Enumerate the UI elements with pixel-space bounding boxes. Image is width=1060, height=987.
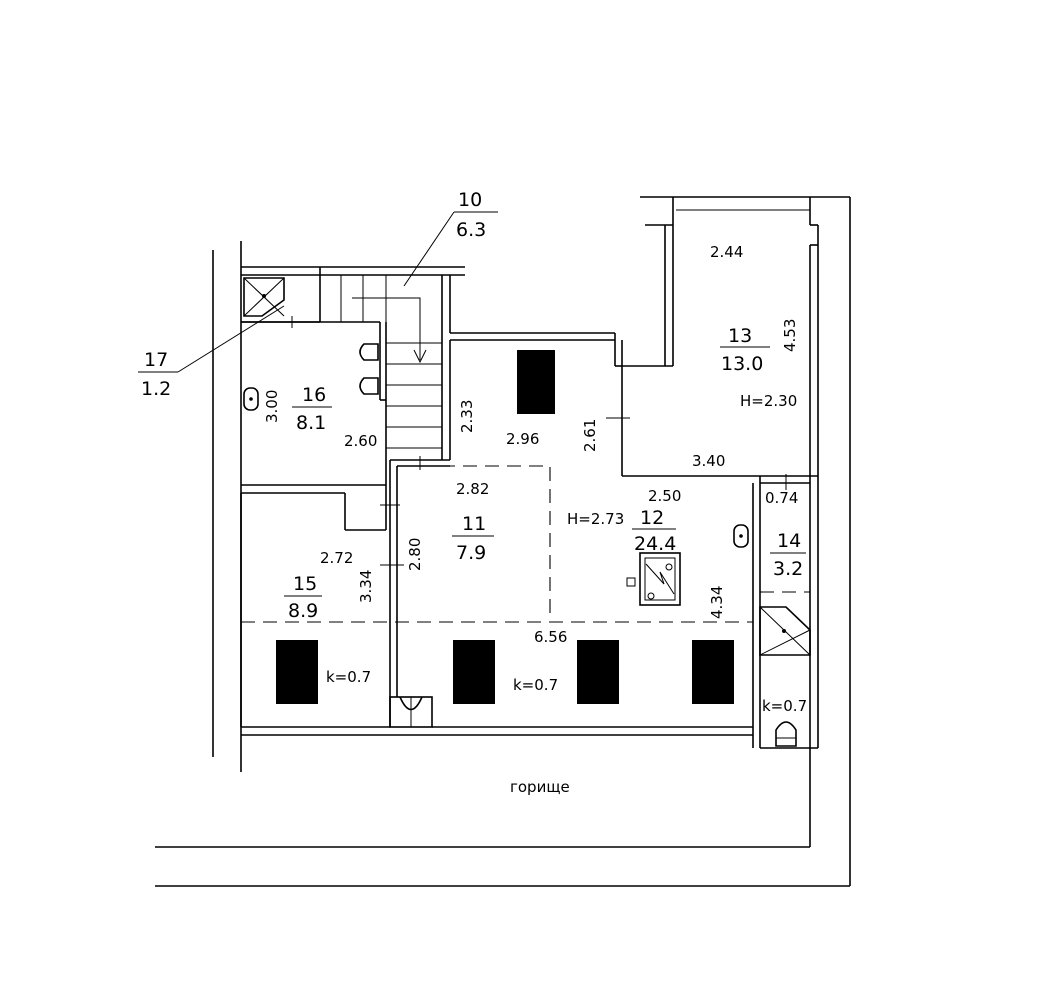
toilet-icon	[775, 721, 797, 747]
skylight-icon	[453, 640, 495, 704]
skylight-icon	[692, 640, 734, 704]
room-16-walls	[241, 321, 400, 531]
dimension-label: 2.72	[320, 549, 353, 567]
room-label-13: 13 13.0	[720, 325, 770, 375]
dimension-label: 2.96	[506, 430, 539, 448]
coefficient-label: k=0.7	[762, 697, 807, 715]
room-area: 8.9	[288, 600, 318, 622]
urinal-icon	[359, 343, 379, 395]
dimension-label: 2.61	[581, 419, 599, 452]
bottom-walls	[241, 726, 754, 748]
dimension-label: 2.60	[344, 432, 377, 450]
dimension-labels: 2.44 4.53 3.40 2.33 2.96 2.61 2.60 3.00 …	[263, 243, 799, 646]
dimension-label: 4.53	[781, 319, 799, 352]
room-area: 13.0	[721, 353, 763, 375]
room-area: 1.2	[141, 378, 171, 400]
room-number: 14	[777, 530, 801, 552]
leader-lines	[138, 211, 498, 373]
dimension-label: 2.50	[648, 487, 681, 505]
shower-tray-icon	[759, 606, 811, 656]
height-label: H=2.30	[740, 392, 797, 410]
room-number: 11	[462, 513, 486, 535]
sink-icon	[243, 387, 749, 548]
room-label-17: 17 1.2	[141, 349, 171, 400]
dashed-lines	[241, 465, 753, 623]
dimension-label: 4.34	[708, 586, 726, 619]
attic-label: горище	[510, 778, 570, 796]
room-label-12: 12 24.4	[632, 507, 676, 555]
room-area: 6.3	[456, 219, 486, 241]
room-number: 16	[302, 384, 326, 406]
dimension-label: 6.56	[534, 628, 567, 646]
room-14-walls	[760, 474, 819, 749]
coefficient-label: k=0.7	[326, 668, 371, 686]
skylight-icon	[517, 350, 555, 414]
outer-walls	[155, 196, 851, 887]
skylight-icon	[276, 640, 318, 704]
room-area: 8.1	[296, 412, 326, 434]
room-label-16: 16 8.1	[292, 384, 332, 434]
stairs	[319, 266, 465, 460]
height-labels: H=2.30 H=2.73	[567, 392, 797, 528]
fireplace-icon	[626, 552, 681, 606]
dimension-label: 2.33	[458, 400, 476, 433]
room-label-15: 15 8.9	[284, 573, 322, 622]
skylight-icons	[276, 350, 734, 704]
coefficient-label: k=0.7	[513, 676, 558, 694]
room-area: 7.9	[456, 542, 486, 564]
room-17-walls	[241, 266, 321, 328]
room-label-10: 10 6.3	[456, 189, 486, 241]
room-number: 13	[728, 325, 752, 347]
dimension-label: 2.82	[456, 480, 489, 498]
room-label-14: 14 3.2	[770, 530, 806, 580]
chimney-icon	[389, 696, 433, 728]
dimension-label: 2.80	[406, 538, 424, 571]
dimension-label: 2.44	[710, 243, 743, 261]
room-label-11: 11 7.9	[452, 513, 494, 564]
dimension-label: 3.00	[263, 390, 281, 423]
dimension-label: 3.40	[692, 452, 725, 470]
room-number: 17	[144, 349, 168, 371]
room-area: 3.2	[773, 558, 803, 580]
height-label: H=2.73	[567, 510, 624, 528]
room-number: 12	[640, 507, 664, 529]
room-13-walls	[622, 224, 819, 477]
dimension-label: 0.74	[765, 489, 798, 507]
coefficient-labels: k=0.7 k=0.7 k=0.7	[326, 668, 807, 715]
room-number: 10	[458, 189, 482, 211]
room-number: 15	[293, 573, 317, 595]
dimension-label: 3.34	[357, 570, 375, 603]
skylight-icon	[577, 640, 619, 704]
room-15-walls	[240, 460, 404, 727]
room-area: 24.4	[634, 533, 676, 555]
